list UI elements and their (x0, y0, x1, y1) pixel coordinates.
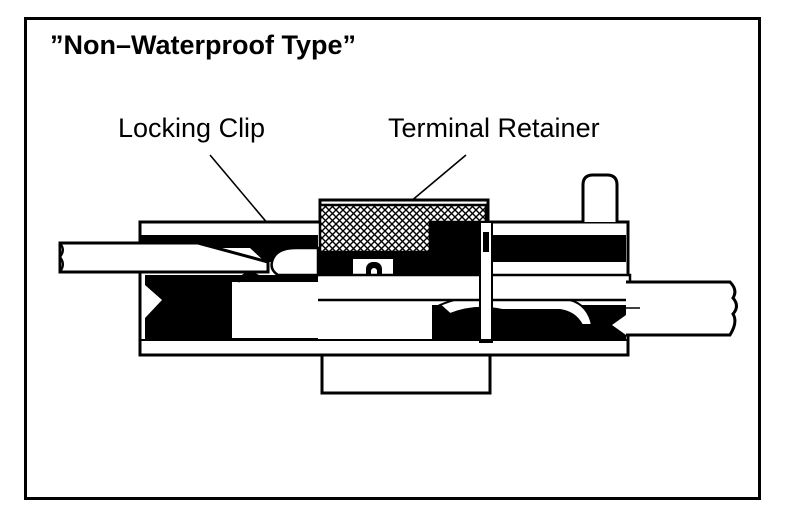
release-tool (58, 241, 270, 274)
figure-title: ”Non–Waterproof Type” (50, 30, 357, 60)
locking-clip (270, 246, 320, 277)
locking-clip-label: Locking Clip (118, 113, 266, 143)
terminal-blade (318, 273, 632, 302)
release-tool-tip (197, 242, 269, 263)
right-insulator-upper (492, 235, 626, 262)
lock-tab (581, 173, 619, 222)
wire (626, 280, 738, 337)
right-insulator-notch (612, 315, 626, 335)
left-insulator-notch (145, 285, 162, 318)
retainer-upper-black (430, 222, 480, 252)
clip-hook (236, 272, 259, 283)
retainer-post-fill (483, 232, 489, 252)
terminal-retainer-label: Terminal Retainer (388, 113, 600, 143)
terminal-retainer-leader (409, 154, 467, 203)
release-tool-break (58, 242, 64, 273)
left-terminal-slot (232, 282, 322, 338)
